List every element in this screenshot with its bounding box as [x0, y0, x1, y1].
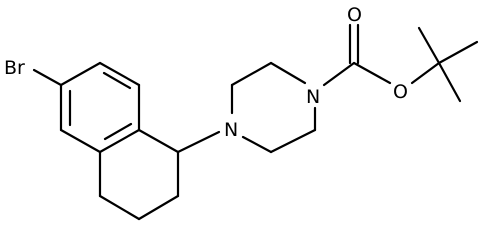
atom-label-bromine: Br — [4, 57, 25, 79]
double-bond-inner — [102, 71, 132, 90]
bond — [269, 128, 317, 154]
double-bond-inner — [103, 122, 133, 141]
bond-ester-o-tbutyl — [410, 61, 441, 85]
bond — [137, 128, 180, 154]
bond-to-bromine — [32, 68, 63, 87]
bond-to-piperazine — [176, 130, 221, 154]
bond — [59, 128, 102, 154]
atom-label-nitrogen: N — [306, 86, 320, 108]
bond — [98, 61, 141, 87]
saturated-ring — [98, 128, 180, 221]
bond — [59, 61, 102, 87]
bond — [137, 194, 180, 221]
bond — [98, 194, 141, 221]
piperazine-ring — [230, 61, 317, 154]
bond — [230, 61, 273, 87]
bond-carbonyl-ester-o — [352, 61, 392, 85]
bond-n-carbonyl — [322, 61, 356, 87]
bond — [241, 135, 273, 154]
bond-tbutyl-methyl — [437, 61, 462, 103]
atom-label-nitrogen: N — [224, 119, 238, 141]
bond — [98, 128, 141, 154]
bond-tbutyl-methyl — [417, 26, 441, 65]
aromatic-ring — [59, 61, 141, 154]
atom-label-oxygen: O — [393, 81, 408, 103]
bond-tbutyl-methyl — [437, 40, 479, 65]
atom-label-oxygen: O — [347, 4, 362, 26]
bond — [269, 61, 307, 85]
